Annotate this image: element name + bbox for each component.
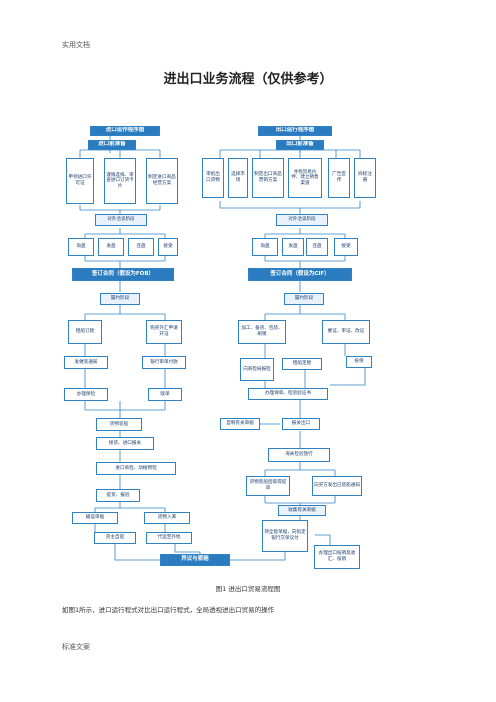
page-footer: 标准文案: [62, 643, 90, 651]
body-paragraph: 如图1所示，进口运行程式对比出口运行程式，全局透视进出口贸易的操作: [62, 606, 275, 614]
import-bank-pay: 银行审单付款: [142, 356, 186, 369]
export-notify: 向买方发出已装船通知: [312, 476, 362, 496]
export-prep-approve: 审批出口货物: [202, 158, 224, 198]
export-neg-offer: 发盘: [282, 238, 304, 256]
export-self-docs: 自制有关单据: [220, 418, 260, 430]
import-perform: 履约阶段: [100, 293, 140, 305]
claims-box: 异议与索赔: [160, 554, 230, 566]
page-header: 实用文档: [62, 41, 90, 49]
export-neg-counter: 还盘: [306, 238, 328, 256]
export-neg-accept: 接受: [334, 238, 358, 256]
export-charter: 租船定舱: [282, 358, 322, 370]
import-customs: 接货、进口报关: [96, 437, 154, 450]
import-title: 进口运作程序图: [90, 126, 160, 136]
export-contract: 签订合同（假设为CIF）: [248, 268, 352, 281]
import-insurance: 办理保险: [64, 388, 108, 401]
import-negotiation: 对外洽谈阶段: [95, 214, 147, 226]
import-warehouse: 货物入库: [144, 512, 190, 524]
export-customs: 报关出口: [282, 418, 320, 430]
export-inspect: 向商检局报检: [240, 358, 274, 381]
import-contract: 签订合同（假设为FOB）: [72, 268, 174, 281]
export-prep-market: 选择市场: [228, 158, 248, 198]
export-settle: 持全套单据，向指定银行交单议付: [262, 520, 308, 552]
export-prep-partner: 寻找贸易伙伴、建立销售渠道: [288, 158, 322, 198]
import-neg-offer: 发盘: [98, 238, 124, 256]
figure-caption: 图1 进出口贸易流程图: [215, 585, 281, 593]
export-letter-credit: 催证、审证、改证: [322, 320, 370, 344]
export-collect: 收集有关单据: [278, 505, 326, 516]
import-forward: 代运至外地: [146, 532, 192, 544]
export-title: 出口运行程序图: [258, 126, 332, 136]
import-neg-accept: 接受: [158, 238, 178, 256]
import-neg-counter: 还盘: [128, 238, 154, 256]
import-neg-inquiry: 询盘: [68, 238, 94, 256]
export-verify: 办理出口核销及收汇、核销: [314, 545, 360, 569]
import-self-pickup: 货主自提: [94, 532, 136, 544]
export-release: 海关检验放行: [268, 448, 330, 462]
page-title: 进出口业务流程（仅供参考）: [163, 72, 333, 87]
export-prep: 出口前准备: [276, 140, 324, 150]
export-bill: 货物装船后取得提单: [246, 476, 290, 496]
export-insure: 投保: [346, 356, 372, 368]
import-ship-notice: 发催装通知: [64, 356, 108, 369]
export-prep-plan: 制定出口商品营销方案: [252, 158, 284, 198]
import-redeem: 赎单: [148, 388, 182, 401]
export-neg-inquiry: 询盘: [252, 238, 278, 256]
export-certificate: 办理保单、检验验证书: [248, 388, 328, 400]
import-docs: 输运单据: [72, 512, 118, 524]
import-loading: 货物装船: [96, 418, 142, 431]
import-charter: 租船订舱: [68, 320, 102, 344]
import-prep-license: 申领进口许可证: [66, 158, 94, 204]
export-perform: 履约阶段: [284, 293, 324, 305]
export-negotiation: 对外洽谈阶段: [276, 214, 328, 226]
export-prep-trademark: 商标注册: [354, 158, 376, 198]
export-prep-ads: 广告宣传: [328, 158, 350, 198]
export-prep-goods: 加工、备货、包装、刷唛: [238, 320, 286, 344]
import-prep-order: 谨慎选择、审查进口订货卡片: [104, 158, 136, 204]
import-pickup: 提货、报验: [96, 489, 140, 502]
import-inspection: 进口商检、动植物检: [96, 462, 176, 475]
import-forex: 购买外汇申请开证: [146, 320, 182, 344]
import-prep: 进口前准备: [88, 140, 136, 150]
import-prep-plan: 制定进口商品经营方案: [146, 158, 178, 204]
